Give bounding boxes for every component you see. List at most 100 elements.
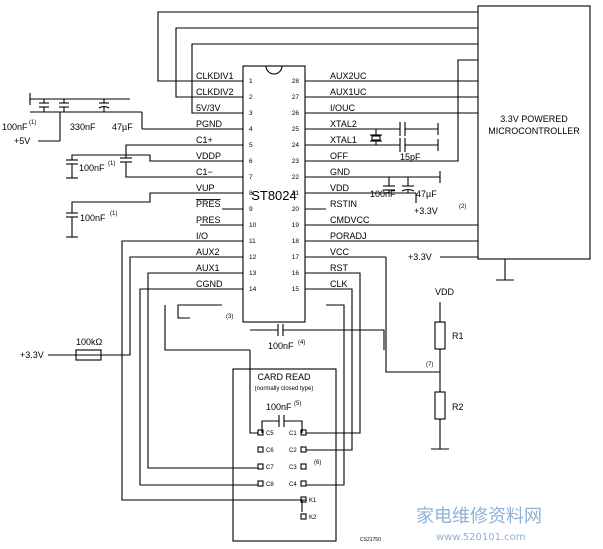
left-pin-number: 1 — [249, 78, 253, 85]
wire-pres — [121, 240, 306, 501]
card-contact-label: C8 — [266, 482, 274, 488]
card-contact-label: C1 — [289, 431, 297, 437]
wire-clk — [306, 304, 345, 486]
card-contact-pad — [300, 463, 307, 470]
cap-47-label: 47µF — [112, 122, 133, 132]
chip-notch — [265, 65, 283, 75]
chip-right-pins: 28AUX2UC27AUX1UC26I/OUC25XTAL224XTAL123O… — [292, 71, 370, 293]
supply-5v-label: +5V — [14, 136, 30, 146]
left-pin-number: 7 — [249, 174, 253, 181]
card-contact-pad — [300, 480, 307, 487]
resistor-pres-label: 100kΩ — [76, 337, 103, 347]
vdd-decoupling: 100nF 47µF +3.3V (2) — [326, 171, 466, 216]
note-7: (7) — [426, 362, 433, 368]
figure-id: CS21750 — [360, 537, 381, 543]
right-pin-number: 18 — [292, 238, 300, 245]
right-pin-number: 27 — [292, 94, 300, 101]
vdd-cap100-label: 100nF — [370, 189, 396, 199]
card-switch-label: K1 — [309, 498, 317, 504]
right-pin-number: 28 — [292, 78, 300, 85]
left-pin-label: CLKDIV2 — [196, 87, 234, 97]
right-pin-label: XTAL2 — [330, 119, 357, 129]
watermark-url: www.520101.com — [436, 532, 526, 543]
right-pin-label: VDD — [330, 183, 350, 193]
card-contact-label: C2 — [289, 448, 297, 454]
right-pin-label: VCC — [330, 247, 350, 257]
right-pin-number: 15 — [292, 286, 300, 293]
poradj-divider: VDD R1 R2 (7) — [326, 256, 464, 450]
left-pin-number: 5 — [249, 142, 253, 149]
cap-pgnd-note: (1) — [29, 120, 36, 126]
left-pin-number: 8 — [249, 190, 253, 197]
card-switch-pad — [300, 513, 307, 520]
wire-aux2 — [147, 272, 258, 469]
microcontroller-block: 3.3V POWERED MICROCONTROLLER — [477, 5, 591, 281]
card-contact-pad — [257, 446, 264, 453]
wire-c1plus — [125, 144, 222, 152]
cap-cgnd-note: (4) — [298, 340, 305, 346]
left-pin-label: I/O — [196, 231, 208, 241]
cap-cgnd-label: 100nF — [268, 341, 294, 351]
cap-vup-label: 100nF — [80, 213, 106, 223]
wire-clkdiv2 — [175, 27, 478, 98]
right-pin-label: AUX2UC — [330, 71, 367, 81]
card-subtitle: (normally closed type) — [255, 386, 314, 392]
mcu-supply-label: +3.3V — [408, 252, 432, 262]
card-contact-label: C5 — [266, 431, 274, 437]
r2-label: R2 — [452, 402, 464, 412]
chip-left-pins: 1CLKDIV12CLKDIV235V/3V4PGND5C1+6VDDP7C1−… — [196, 71, 257, 293]
right-pin-number: 16 — [292, 270, 300, 277]
card-cap-lead-a — [261, 420, 279, 433]
card-contact-pad — [257, 480, 264, 487]
left-pin-number: 11 — [249, 238, 256, 245]
wire-vcc — [306, 272, 361, 434]
left-pin-label: CGND — [196, 279, 223, 289]
r1-resistor — [434, 321, 446, 350]
left-pin-label: CLKDIV1 — [196, 71, 234, 81]
right-pin-label: GND — [330, 167, 351, 177]
wire-cgnd — [177, 304, 222, 319]
note-6: (6) — [314, 460, 321, 466]
left-pin-label: VDDP — [196, 151, 221, 161]
cap3-plate-b — [98, 105, 110, 109]
left-pin-number: 3 — [249, 110, 253, 117]
wire-aux1 — [139, 288, 258, 486]
left-pin-label: PGND — [196, 119, 223, 129]
cap-vddp-note: (1) — [108, 161, 115, 167]
left-pin-number: 13 — [249, 270, 257, 277]
cap-330-label: 330nF — [70, 122, 96, 132]
microcontroller-box — [477, 5, 591, 260]
watermark-cn: 家电维修资料网 — [416, 506, 542, 527]
chip-name: ST8024 — [251, 188, 297, 203]
left-pin-number: 14 — [249, 286, 257, 293]
wire-rst — [306, 288, 353, 451]
vdd-supply-label: +3.3V — [414, 206, 438, 216]
card-contact-pad — [300, 429, 307, 436]
vup-cap: 100nF (1) — [66, 192, 222, 238]
microcontroller-line2: MICROCONTROLLER — [488, 126, 580, 136]
right-pin-label: CLK — [330, 279, 348, 289]
left-pin-number: 6 — [249, 158, 253, 165]
card-cap-note: (5) — [294, 401, 301, 407]
left-pin-number: 12 — [249, 254, 257, 261]
wire-c5 — [249, 350, 258, 434]
right-pin-number: 22 — [292, 174, 300, 181]
right-pin-label: RST — [330, 263, 349, 273]
pgnd-supply-caps: 100nF (1) 330nF 47µF +5V — [2, 93, 222, 146]
supply-pres-label: +3.3V — [20, 350, 44, 360]
right-pin-label: AUX1UC — [330, 87, 367, 97]
card-reader-box — [232, 368, 337, 542]
right-pin-label: XTAL1 — [330, 135, 357, 145]
wire-poradj-to-divider — [385, 257, 440, 373]
card-switch-pad — [300, 496, 307, 503]
chip-body — [242, 65, 306, 323]
card-contact-pad — [300, 446, 307, 453]
vdd-cap47-label: 47µF — [416, 189, 437, 199]
right-pin-number: 25 — [292, 126, 300, 133]
right-pin-number: 26 — [292, 110, 300, 117]
right-pin-number: 24 — [292, 142, 300, 149]
left-pin-number: 10 — [249, 222, 257, 229]
left-pin-label: 5V/3V — [196, 103, 221, 113]
wire-off — [326, 59, 478, 162]
